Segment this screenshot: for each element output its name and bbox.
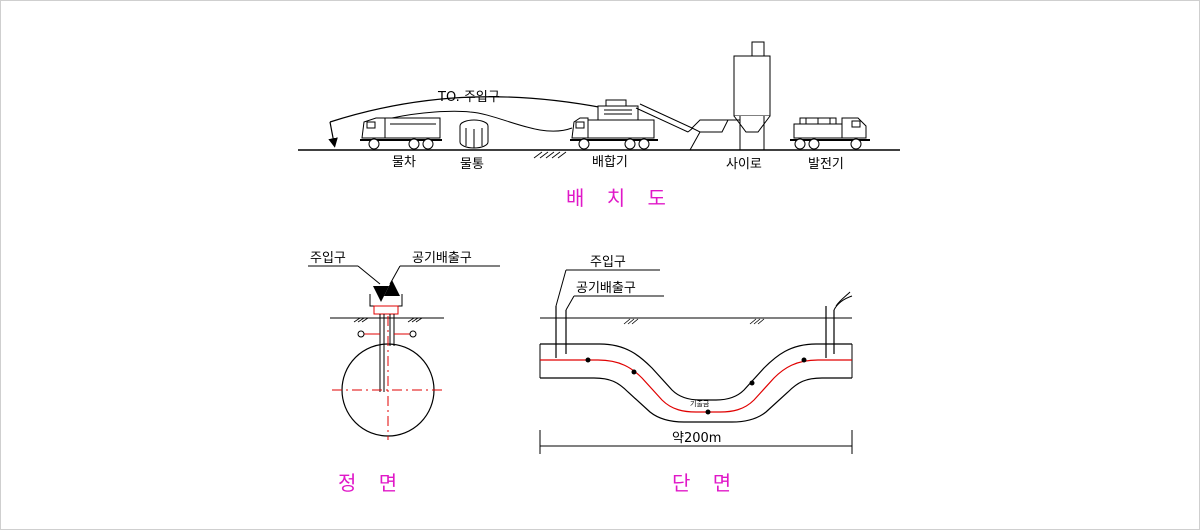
vent-leader-d [389, 265, 401, 285]
cs-length-label: 약200m [672, 431, 721, 446]
front-marker-left-dot [357, 330, 365, 338]
front-inlet-label: 주입구 [310, 251, 346, 266]
silo [728, 41, 771, 150]
front-marker-right-dot [409, 330, 417, 338]
manhole-cap [373, 305, 399, 315]
label-mixer: 배합기 [592, 155, 628, 170]
flow-label: TO. 주입구 [437, 90, 500, 105]
label-generator: 발전기 [808, 157, 844, 172]
cs-midpoint-label: 기출금 [690, 399, 710, 408]
front-ground-hatch [353, 317, 423, 323]
mixer-truck [570, 99, 658, 150]
label-water-tank: 물통 [460, 157, 484, 172]
cs-vent-plume [833, 295, 853, 311]
flow-markers [585, 357, 807, 415]
layout-plan: TO. 주입구 물차 물통 [298, 41, 900, 210]
manhole-box [369, 294, 403, 307]
label-water-truck: 물차 [392, 155, 416, 170]
cs-vent-leader-d [565, 295, 575, 311]
tunnel-top [540, 343, 852, 401]
inlet-leader-d [357, 265, 381, 285]
ground-hatch [533, 151, 567, 159]
front-view: 주입구 공기배출구 정 면 [308, 251, 500, 495]
hose-arrow [328, 121, 338, 148]
layout-title: 배 치 도 [566, 186, 674, 210]
cs-ground-hatch [623, 318, 765, 325]
tunnel-bottom [540, 377, 852, 423]
cs-vent-plume-2 [835, 291, 851, 307]
generator-truck [790, 117, 870, 150]
front-vent-label: 공기배출구 [412, 251, 472, 266]
front-title: 정 면 [338, 471, 405, 495]
label-silo: 사이로 [726, 157, 762, 172]
conveyor [635, 103, 729, 151]
cs-vent-label: 공기배출구 [576, 281, 636, 296]
grout-hose [329, 96, 605, 123]
cs-title: 단 면 [672, 471, 739, 495]
water-truck [360, 117, 442, 150]
water-tank [459, 119, 489, 149]
water-hose [391, 110, 573, 132]
cs-inlet-label: 주입구 [590, 255, 626, 270]
cross-section-view: 주입구 공기배출구 기출금 [539, 255, 853, 495]
cs-inlet-leader-d [555, 269, 567, 307]
